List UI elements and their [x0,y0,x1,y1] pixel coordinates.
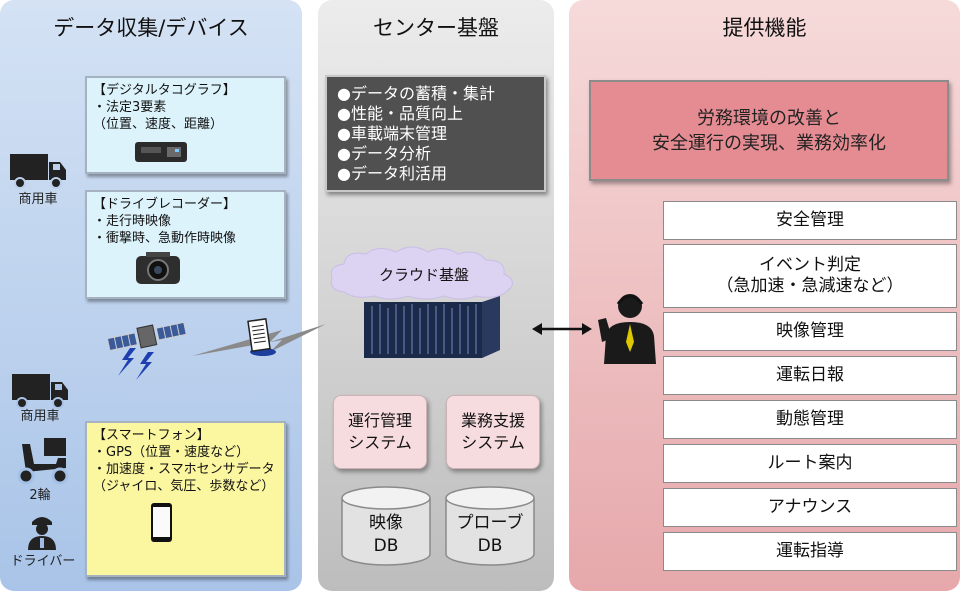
cloud-label: クラウド基盤 [378,266,469,284]
headline-box: 労務環境の改善と 安全運行の実現、業務効率化 [589,80,949,181]
server-rack-icon [364,296,500,358]
tacho-line: （位置、速度、距離） [93,117,224,132]
db-label: DB [373,536,399,556]
service-label: ルート案内 [767,453,853,473]
service-label: 運転日報 [776,365,844,385]
system-label: 業務支援 [460,411,525,430]
platform-features-box: ●データの蓄積・集計 ●性能・品質向上 ●車載端末管理 ●データ分析 ●データ利… [325,75,546,192]
service-vehicle-tracking: 動態管理 [663,400,957,439]
service-driving-instruction: 運転指導 [663,532,957,571]
service-label: アナウンス [767,497,853,517]
bidirectional-arrow-icon [532,323,592,335]
driver-icon [28,517,56,550]
db-label: 映像 [369,513,403,533]
tachograph-icon [135,142,187,162]
service-safety-management: 安全管理 [663,201,957,240]
tacho-line: 【デジタルタコグラフ】 [93,83,236,98]
scooter-icon [17,438,69,485]
smartphone-line: ・GPS（位置・速度など） [93,445,250,460]
service-label: 動態管理 [776,409,844,429]
dashcam-icon [136,252,180,284]
feature-item: ●車載端末管理 [337,124,447,143]
operation-management-system: 運行管理 システム [333,395,427,469]
smartphone-box: 【スマートフォン】 ・GPS（位置・速度など） ・加速度・スマホセンサデータ （… [85,421,286,577]
service-label: 運転指導 [776,541,844,561]
digital-tachograph-box: 【デジタルタコグラフ】 ・法定3要素 （位置、速度、距離） [85,76,286,174]
service-label: （急加速・急減速など） [716,276,904,296]
data-collection-title: データ収集/デバイス [53,16,249,40]
system-label: システム [461,433,525,452]
truck-icon [10,154,66,189]
recorder-line: ・衝撃時、急動作時映像 [93,231,237,246]
service-video-management: 映像管理 [663,312,957,351]
provided-functions-title: 提供機能 [722,16,807,40]
video-db-label: 映像 DB [340,512,432,558]
system-label: システム [348,433,412,452]
service-route-guidance: ルート案内 [663,444,957,483]
smartphone-icon [151,503,172,542]
operator-icon [598,294,656,364]
probe-db-label: プローブ DB [444,512,536,558]
db-label: プローブ [456,513,524,533]
headline-line: 安全運行の実現、業務効率化 [652,132,886,154]
cloud-shape [330,246,513,300]
database-icon [445,486,535,566]
recorder-line: 【ドライブレコーダー】 [93,197,237,212]
truck-label: 商用車 [20,409,60,424]
driver-label: ドライバー [10,554,76,569]
bike-label: 2輪 [29,488,51,503]
smartphone-line: ・加速度・スマホセンサデータ [93,462,275,477]
service-label: 映像管理 [776,321,844,341]
document-icon [247,318,276,356]
feature-item: ●データの蓄積・集計 [337,84,495,103]
center-platform-title: センター基盤 [373,16,499,40]
system-label: 運行管理 [347,411,412,430]
truck-icon [12,374,68,409]
service-announcement: アナウンス [663,488,957,527]
truck-label: 商用車 [18,192,58,207]
smartphone-line: 【スマートフォン】 [93,428,210,443]
service-label: 安全管理 [776,210,844,230]
recorder-line: ・走行時映像 [93,214,172,229]
drive-recorder-box: 【ドライブレコーダー】 ・走行時映像 ・衝撃時、急動作時映像 [85,190,286,299]
smartphone-line: （ジャイロ、気圧、歩数など） [93,479,275,494]
feature-item: ●データ利活用 [337,164,447,183]
feature-item: ●性能・品質向上 [337,104,463,123]
feature-item: ●データ分析 [337,144,431,163]
service-label: イベント判定 [759,255,861,275]
db-label: DB [477,536,503,556]
business-support-system: 業務支援 システム [446,395,540,469]
satellite-icon [106,321,187,380]
service-event-detection: イベント判定 （急加速・急減速など） [663,244,957,308]
database-icon [341,486,431,566]
service-driving-report: 運転日報 [663,356,957,395]
headline-line: 労務環境の改善と [697,107,841,129]
tacho-line: ・法定3要素 [93,100,167,115]
